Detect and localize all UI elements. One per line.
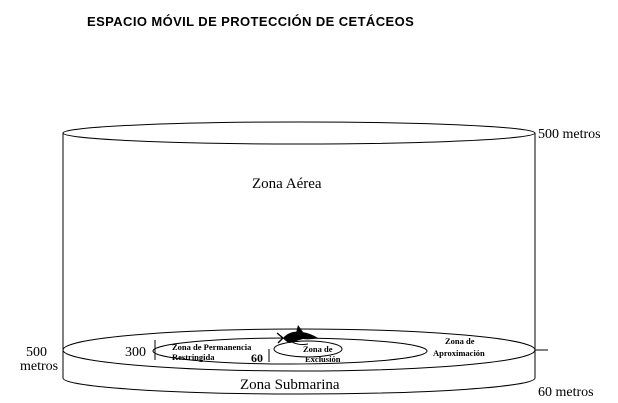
cylinder-top-ellipse: [62, 121, 536, 145]
dolphin-icon: [276, 325, 318, 346]
aproximacion-label-1: Zona de: [445, 336, 475, 346]
left-metros-label: metros: [20, 359, 58, 374]
left-500-label: 500: [26, 345, 47, 360]
permanencia-label-1: Zona de Permanencia: [172, 342, 252, 352]
aproximacion-label-2: Aproximación: [433, 348, 485, 358]
diagram-title: ESPACIO MÓVIL DE PROTECCIÓN DE CETÁCEOS: [87, 14, 414, 29]
dist-300-label: 300: [125, 345, 146, 360]
bottom-depth-label: 60 metros: [538, 385, 594, 398]
zona-submarina-label: Zona Submarina: [240, 377, 340, 393]
zona-aerea-label: Zona Aérea: [252, 176, 322, 192]
dist-60-label: 60: [251, 351, 263, 365]
submarine-shell: [62, 349, 536, 395]
permanencia-label-2: Restringida: [172, 352, 215, 362]
exclusion-zone-ellipse: [273, 340, 343, 358]
exclusion-label-1: Zona de: [303, 344, 333, 354]
top-height-label: 500 metros: [538, 127, 601, 142]
exclusion-label-2: Exclusión: [305, 354, 341, 364]
